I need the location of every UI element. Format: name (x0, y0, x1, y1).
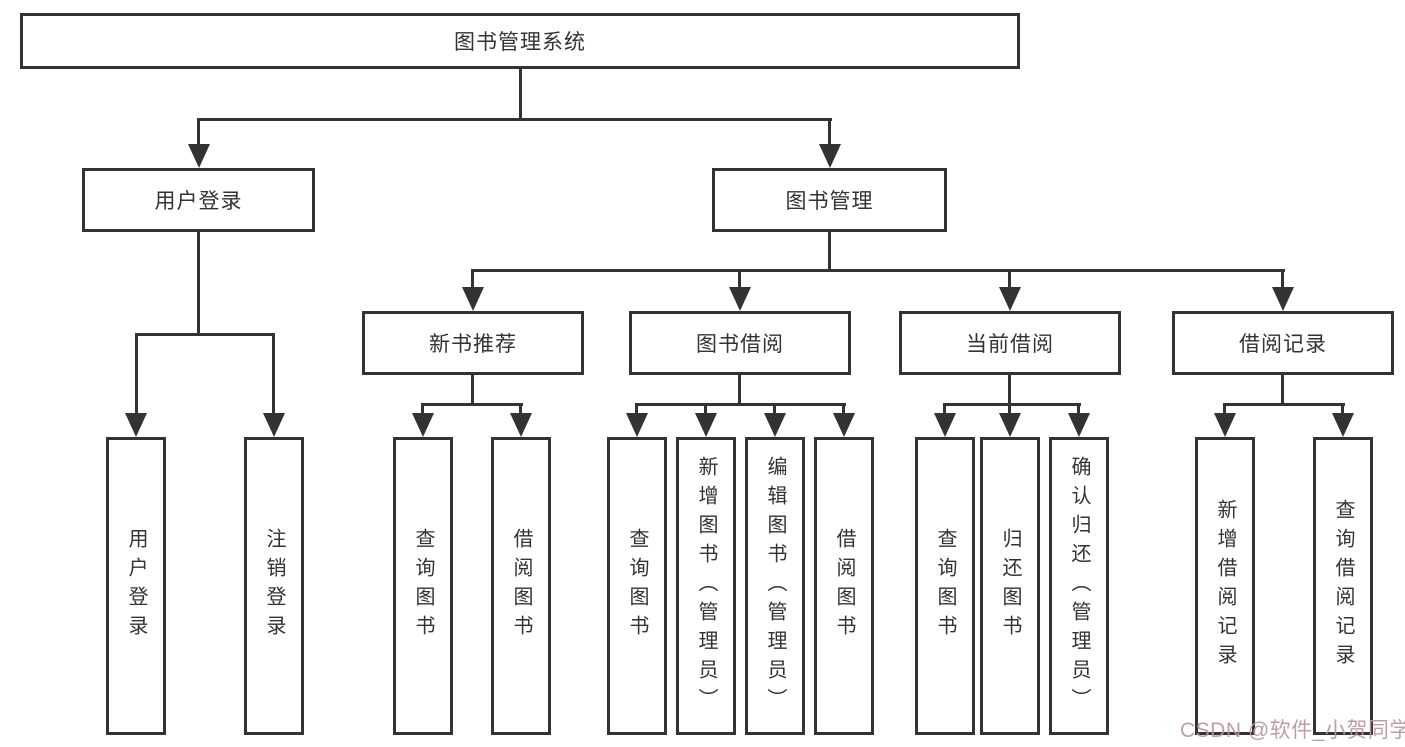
connector-line (1008, 375, 1011, 406)
node-new-book-recommendation: 新书推荐 (362, 311, 584, 375)
arrow-down-icon (1214, 413, 1236, 437)
node-book-management: 图书管理 (712, 168, 947, 232)
leaf-user-login: 用户登录 (106, 437, 166, 735)
connector-line (738, 375, 741, 406)
connector-line (738, 269, 741, 289)
arrow-down-icon (999, 413, 1021, 437)
leaf-add-borrow-record: 新增借阅记录 (1195, 437, 1255, 735)
arrow-down-icon (999, 287, 1021, 311)
connector-line (421, 403, 523, 406)
arrow-down-icon (1332, 413, 1354, 437)
connector-line (773, 403, 776, 415)
leaf-borrow-books: 借阅图书 (814, 437, 874, 735)
connector-line (1008, 403, 1011, 415)
arrow-down-icon (510, 413, 532, 437)
connector-line (471, 375, 474, 406)
leaf-query-books-borrow: 查询图书 (607, 437, 667, 735)
connector-line (635, 403, 846, 406)
arrow-down-icon (462, 287, 484, 311)
connector-line (197, 232, 200, 336)
connector-line (471, 269, 1285, 272)
connector-line (828, 232, 831, 272)
arrow-down-icon (412, 413, 434, 437)
leaf-add-books-admin: 新增图书（管理员） (676, 437, 736, 735)
connector-line (135, 333, 275, 336)
node-root-library-system: 图书管理系统 (20, 13, 1020, 69)
leaf-confirm-return-admin: 确认归还（管理员） (1049, 437, 1109, 735)
leaf-return-books: 归还图书 (980, 437, 1040, 735)
leaf-borrow-books-recommend: 借阅图书 (491, 437, 551, 735)
connector-line (197, 118, 832, 121)
node-current-borrowing: 当前借阅 (899, 311, 1121, 375)
arrow-down-icon (934, 413, 956, 437)
connector-line (1223, 403, 1345, 406)
arrow-down-icon (764, 413, 786, 437)
connector-line (1008, 269, 1011, 289)
arrow-down-icon (695, 413, 717, 437)
connector-line (197, 118, 200, 146)
leaf-query-books-recommend: 查询图书 (393, 437, 453, 735)
arrow-down-icon (1068, 413, 1090, 437)
connector-line (135, 333, 138, 413)
arrow-down-icon (819, 144, 841, 168)
arrow-down-icon (833, 413, 855, 437)
node-user-login: 用户登录 (82, 168, 315, 232)
connector-line (842, 403, 845, 415)
connector-line (828, 118, 831, 146)
leaf-logout: 注销登录 (244, 437, 304, 735)
connector-line (1341, 403, 1344, 415)
connector-line (421, 403, 424, 415)
connector-line (1281, 269, 1284, 289)
arrow-down-icon (125, 413, 147, 437)
connector-line (943, 403, 946, 415)
arrow-down-icon (1272, 287, 1294, 311)
node-borrowing-records: 借阅记录 (1172, 311, 1394, 375)
connector-line (519, 69, 522, 120)
connector-line (1223, 403, 1226, 415)
connector-line (272, 333, 275, 413)
arrow-down-icon (263, 413, 285, 437)
connector-line (1281, 375, 1284, 406)
leaf-edit-books-admin: 编辑图书（管理员） (745, 437, 805, 735)
leaf-query-books-current: 查询图书 (915, 437, 975, 735)
connector-line (471, 269, 474, 289)
connector-line (519, 403, 522, 415)
node-book-borrowing: 图书借阅 (629, 311, 851, 375)
connector-line (943, 403, 1081, 406)
leaf-query-borrow-record: 查询借阅记录 (1313, 437, 1373, 735)
connector-line (1077, 403, 1080, 415)
arrow-down-icon (626, 413, 648, 437)
arrow-down-icon (729, 287, 751, 311)
csdn-watermark: CSDN @软件_小贺同学 (1180, 719, 1405, 742)
arrow-down-icon (188, 144, 210, 168)
connector-line (704, 403, 707, 415)
connector-line (635, 403, 638, 415)
